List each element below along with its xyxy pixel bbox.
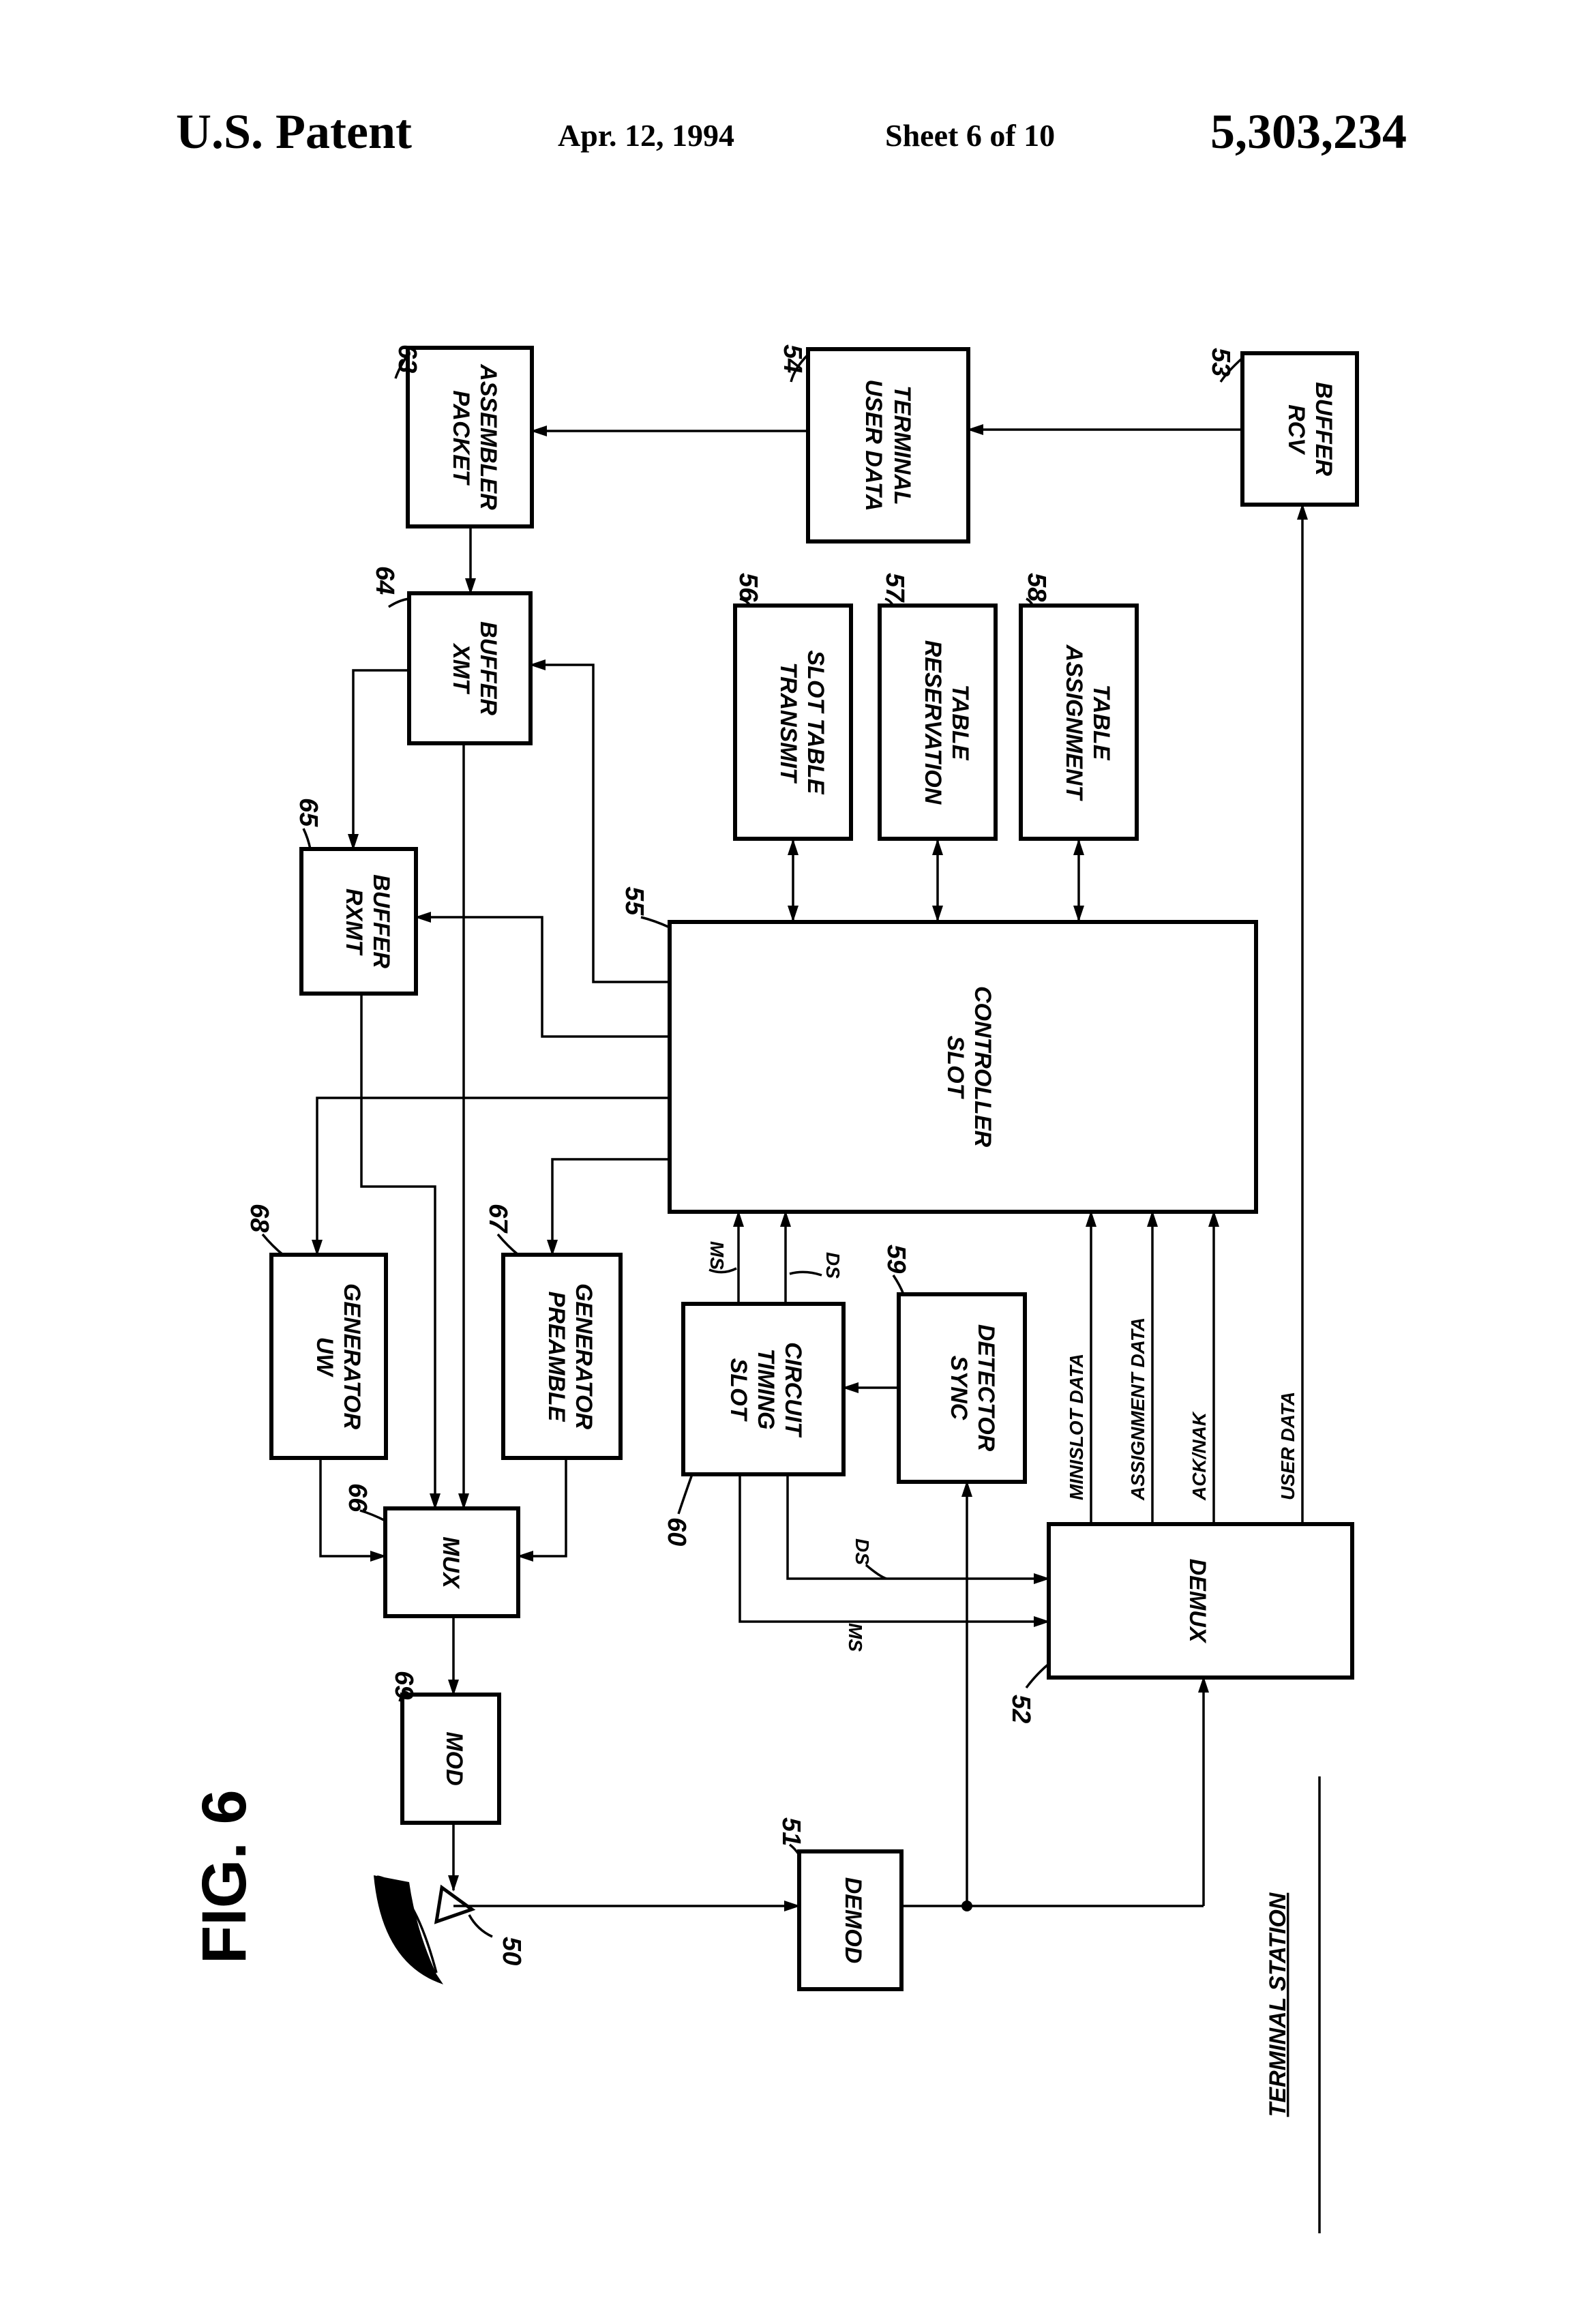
rcv-buffer-label-2: BUFFER [1311,382,1337,476]
packet-assembler-label-1: PACKET [448,390,474,486]
mux-ref: 66 [343,1483,372,1513]
rxmt-buffer-label-1: RXMT [341,889,367,957]
mux-label: MUX [438,1536,464,1590]
reservation-table-ref: 57 [880,573,909,603]
transmit-slot-table-block: TRANSMIT SLOT TABLE 56 [734,573,851,839]
demod-block: DEMOD 51 [777,1817,901,1989]
slot-controller-label-1: SLOT [942,1036,968,1100]
demux-block: DEMUX 52 [1006,1524,1352,1723]
demux-label: DEMUX [1184,1559,1210,1644]
antenna-ref: 50 [497,1937,526,1965]
preamble-generator-ref: 67 [483,1204,512,1234]
uw-generator-label-2: GENERATOR [339,1283,365,1430]
sync-detector-ref: 59 [882,1245,910,1273]
assignment-table-label-2: TABLE [1088,685,1114,761]
sync-detector-block: SYNC DETECTOR 59 [882,1245,1025,1482]
preamble-generator-label-2: GENERATOR [571,1283,597,1430]
demod-ref: 51 [777,1817,805,1846]
figure-label: FIG. 6 [190,1789,259,1964]
signal-ms-top: MS [706,1241,728,1270]
user-data-terminal-label-1: USER DATA [861,379,886,511]
signal-ms-bottom: MS [845,1623,866,1652]
signal-ack-nak: ACK/NAK [1189,1411,1210,1501]
packet-assembler-block: PACKET ASSEMBLER 63 [393,344,532,526]
rxmt-buffer-block: RXMT BUFFER 65 [294,798,416,994]
packet-assembler-label-2: ASSEMBLER [475,363,501,510]
sync-detector-label-1: SYNC [946,1356,972,1420]
mux-block: MUX 66 [343,1483,518,1616]
uw-generator-ref: 68 [245,1204,273,1233]
slot-timing-circuit-ref: 60 [662,1517,691,1546]
signal-user-data: USER DATA [1277,1392,1298,1500]
packet-assembler-ref: 63 [393,344,421,373]
xmt-buffer-ref: 64 [370,566,399,595]
user-data-terminal-block: USER DATA TERMINAL 54 [778,344,968,541]
rxmt-buffer-label-2: BUFFER [368,874,394,968]
figure-caption: TERMINAL STATION [1265,1892,1291,2117]
mod-label: MOD [441,1731,467,1785]
xmt-buffer-label-2: BUFFER [475,621,501,715]
assignment-table-block: ASSIGNMENT TABLE 58 [1021,573,1137,839]
slot-controller-block: SLOT CONTROLLER 55 [620,887,1256,1212]
slot-timing-circuit-label-1: SLOT [726,1358,751,1422]
signal-ds-bottom: DS [852,1538,873,1565]
rcv-buffer-label-1: RCV [1283,404,1309,456]
uw-generator-label-1: UW [312,1337,338,1378]
uw-generator-block: UW GENERATOR 68 [245,1204,386,1458]
mod-ref: 69 [389,1671,418,1699]
xmt-buffer-block: XMT BUFFER 64 [370,566,531,743]
sync-detector-label-2: DETECTOR [973,1324,999,1452]
slot-controller-label-2: CONTROLLER [970,986,996,1148]
rcv-buffer-ref: 53 [1206,348,1235,376]
assignment-table-ref: 58 [1022,573,1051,602]
reservation-table-block: RESERVATION TABLE 57 [880,573,996,839]
user-data-terminal-label-2: TERMINAL [889,385,915,505]
slot-timing-circuit-label-3: CIRCUIT [780,1342,806,1438]
slot-controller-ref: 55 [620,887,648,916]
signal-ds-top: DS [822,1252,844,1279]
transmit-slot-table-label-1: TRANSMIT [775,662,801,784]
rxmt-buffer-ref: 65 [294,798,323,827]
reservation-table-label-1: RESERVATION [920,640,946,805]
transmit-slot-table-ref: 56 [734,573,762,602]
user-data-terminal-ref: 54 [778,344,807,373]
signal-minislot-data: MINISLOT DATA [1066,1354,1087,1500]
preamble-generator-label-1: PREAMBLE [543,1292,569,1422]
demod-label: DEMOD [840,1877,866,1964]
transmit-slot-table-label-2: SLOT TABLE [803,651,829,795]
reservation-table-label-2: TABLE [947,685,973,761]
xmt-buffer-label-1: XMT [448,642,474,695]
signal-assignment-data: ASSIGNMENT DATA [1127,1317,1148,1501]
slot-timing-circuit-label-2: TIMING [753,1349,779,1430]
slot-timing-circuit-block: SLOT TIMING CIRCUIT 60 [662,1304,844,1546]
antenna-dish-icon: 50 [374,1875,526,1984]
demux-ref: 52 [1006,1695,1035,1723]
assignment-table-label-1: ASSIGNMENT [1061,644,1087,802]
